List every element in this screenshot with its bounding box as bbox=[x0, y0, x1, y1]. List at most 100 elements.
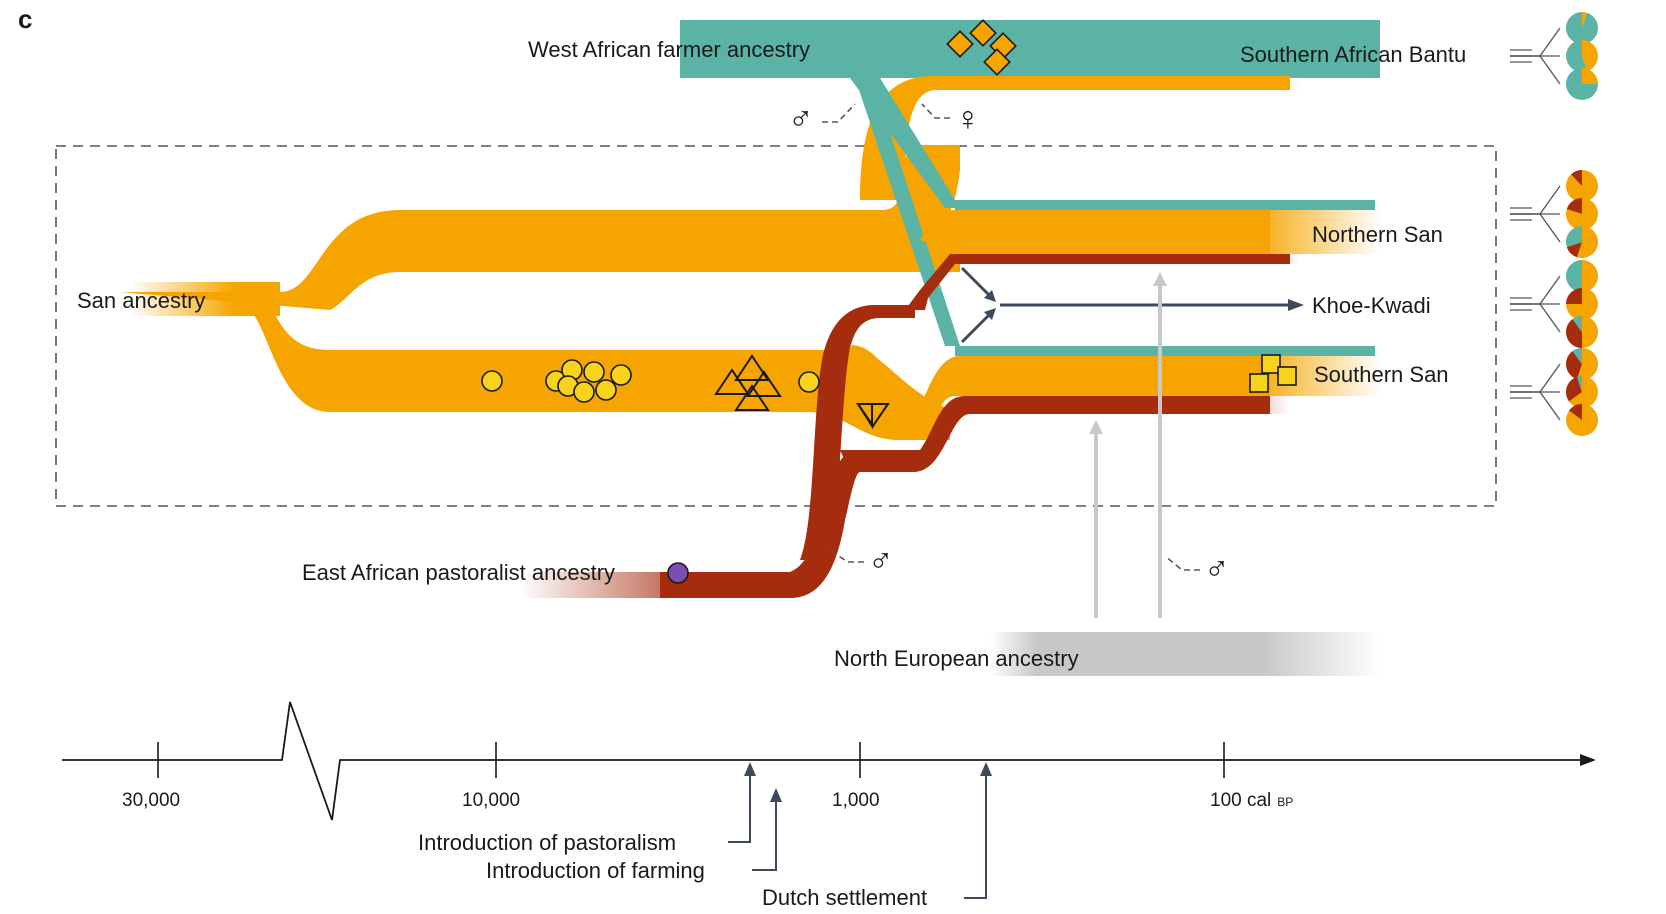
dashed-region-box bbox=[55, 145, 1497, 507]
square-marker bbox=[1277, 366, 1297, 386]
northern-san-fade bbox=[1250, 210, 1380, 254]
pie-slice-pastoralist bbox=[1566, 319, 1582, 348]
tick-label-10000: 10,000 bbox=[462, 790, 520, 811]
farming-arrowhead bbox=[770, 788, 782, 802]
male-european-leader bbox=[1164, 555, 1200, 571]
pie-slice-pastoralist bbox=[1566, 198, 1582, 214]
pastoralist-main-band bbox=[660, 450, 880, 598]
khoe-upper-arrowhead bbox=[984, 290, 996, 302]
northern-san-band bbox=[920, 210, 1270, 254]
northern-san-teal-fade bbox=[1250, 200, 1380, 210]
label-khoe-kwadi: Khoe-Kwadi bbox=[1312, 293, 1431, 318]
pie-slice-san bbox=[1569, 376, 1598, 408]
pie-leader-lines bbox=[1510, 27, 1561, 421]
pie-slice-san bbox=[1577, 226, 1598, 258]
san-upper-branch bbox=[120, 145, 960, 310]
pie-leader-line bbox=[1510, 275, 1561, 305]
pastoralist-khoe-branch bbox=[800, 305, 915, 560]
khoe-upper-arrow bbox=[960, 266, 994, 300]
square-marker bbox=[1261, 354, 1281, 374]
male-symbol-european: ♂ bbox=[1204, 550, 1230, 588]
circle-marker bbox=[610, 364, 632, 386]
pastoralist-sample-marker bbox=[667, 562, 689, 584]
khoe-lower-arrowhead bbox=[984, 308, 996, 320]
dutch-leader bbox=[964, 770, 987, 899]
circle-marker bbox=[595, 379, 617, 401]
triangle-marker bbox=[734, 384, 770, 411]
dutch-arrowhead bbox=[980, 762, 992, 776]
pie-slice-pastoralist bbox=[1566, 288, 1582, 304]
triangle-marker bbox=[714, 368, 750, 395]
tick-label-30000: 30,000 bbox=[122, 790, 180, 811]
diamond-marker bbox=[983, 48, 1011, 76]
male-symbol-bantu: ♂ bbox=[788, 100, 814, 138]
timeline-ticks bbox=[157, 742, 1225, 778]
triangle-marker bbox=[734, 354, 770, 381]
triangle-marker bbox=[746, 370, 782, 397]
pastoralism-leader bbox=[728, 770, 751, 843]
sample-markers-diamonds bbox=[946, 19, 1017, 76]
pie-leader-line bbox=[1510, 213, 1561, 243]
north-european-band bbox=[990, 632, 1380, 676]
pie-slice-bantu bbox=[1566, 68, 1598, 100]
pie-slice-bantu bbox=[1566, 40, 1587, 72]
male-symbol-pastoralist: ♂ bbox=[868, 542, 894, 580]
khoe-kwadi-arrowhead bbox=[1288, 299, 1304, 311]
southern-san-teal-fade bbox=[1250, 346, 1380, 356]
male-bantu-leader bbox=[822, 103, 856, 123]
pie-slice-bantu bbox=[1566, 226, 1582, 247]
pie-slice-san bbox=[1582, 12, 1587, 28]
pie-leader-line bbox=[1510, 55, 1561, 85]
pie-slice-bantu bbox=[1577, 376, 1582, 392]
northern-san-teal-strip bbox=[955, 200, 1375, 210]
circle-marker bbox=[583, 361, 605, 383]
tick-label-1000: 1,000 bbox=[832, 790, 880, 811]
pie-slice-san bbox=[1577, 348, 1598, 380]
pie-slice-pastoralist bbox=[1566, 376, 1582, 402]
southern-san-pastoralist-band bbox=[840, 396, 1270, 472]
timeline-arrowhead bbox=[1580, 754, 1596, 766]
sample-markers-circles bbox=[481, 359, 820, 403]
event-pastoralism: Introduction of pastoralism bbox=[418, 830, 676, 855]
ancestry-pie-charts bbox=[1566, 12, 1599, 436]
pie-leader-line bbox=[1510, 303, 1561, 333]
pie-slice-san bbox=[1582, 40, 1598, 72]
circle-marker bbox=[481, 370, 503, 392]
label-southern-bantu: Southern African Bantu bbox=[1240, 42, 1466, 67]
circle-marker bbox=[798, 371, 820, 393]
pie-slice-san bbox=[1566, 170, 1599, 203]
timeline-axis bbox=[62, 701, 1585, 821]
sample-markers-squares bbox=[1249, 354, 1297, 393]
pie-slice-pastoralist bbox=[1566, 242, 1582, 258]
pie-slice-bantu bbox=[1572, 316, 1582, 332]
female-bantu-leader bbox=[921, 103, 950, 119]
diamond-marker bbox=[969, 19, 997, 47]
khoe-san-join bbox=[850, 345, 895, 388]
pie-slice-san bbox=[1582, 316, 1598, 348]
event-leaders bbox=[728, 770, 987, 899]
event-farming: Introduction of farming bbox=[486, 858, 705, 883]
southern-san-teal-strip bbox=[955, 346, 1375, 356]
pie-slice-pastoralist bbox=[1571, 170, 1582, 186]
male-pastoralist-leader bbox=[825, 547, 864, 563]
southern-san-red-fade bbox=[1170, 396, 1290, 414]
european-arrowhead-northern bbox=[1153, 272, 1167, 286]
pastoralism-arrowhead bbox=[744, 762, 756, 776]
pie-slice-pastoralist bbox=[1569, 404, 1582, 420]
female-symbol-bantu: ♀ bbox=[955, 100, 981, 138]
event-dutch: Dutch settlement bbox=[762, 885, 927, 909]
pie-leader-line bbox=[1510, 363, 1561, 393]
northern-san-red-fade bbox=[1200, 254, 1300, 264]
label-san-ancestry: San ancestry bbox=[77, 288, 205, 313]
inverted-triangle-marker bbox=[856, 403, 890, 428]
label-northern-san: Northern San bbox=[1312, 222, 1443, 247]
pie-slice-san bbox=[1582, 68, 1598, 84]
european-arrowhead-southern bbox=[1089, 420, 1103, 434]
san-ancestry-stem bbox=[130, 282, 280, 316]
pie-slice-bantu bbox=[1566, 260, 1582, 292]
event-arrowheads bbox=[744, 762, 992, 802]
southern-san-band bbox=[910, 356, 1270, 440]
pie-leader-line bbox=[1510, 185, 1561, 215]
bantu-san-admixture-fade bbox=[1200, 76, 1300, 90]
